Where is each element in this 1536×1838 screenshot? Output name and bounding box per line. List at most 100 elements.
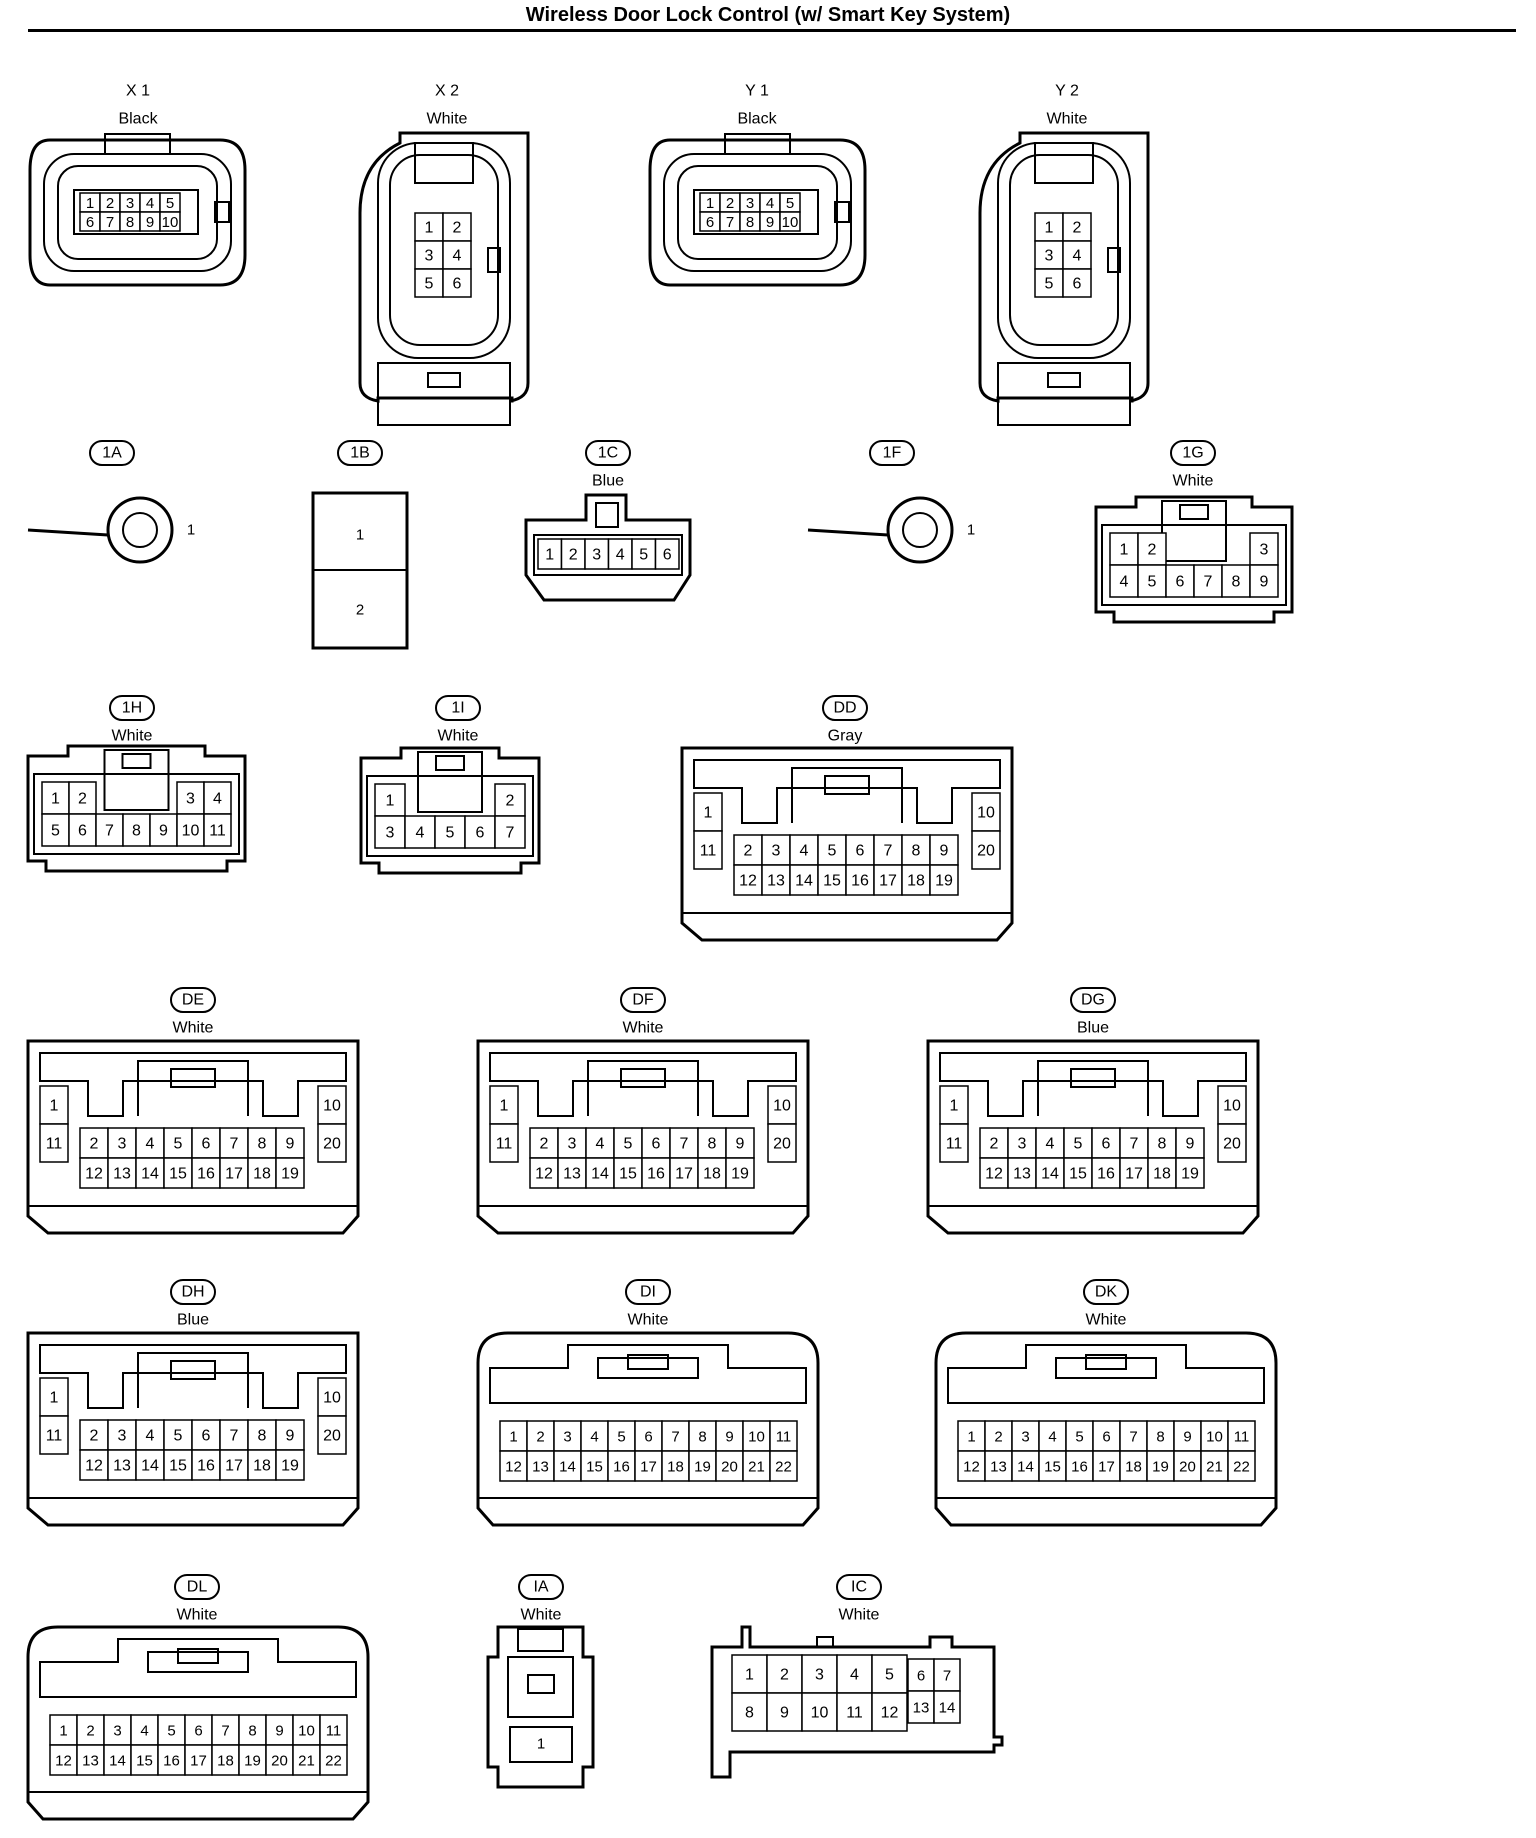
connector-code-badge: [585, 440, 631, 466]
pin-number: 19: [731, 1166, 749, 1183]
latch-lock: [1179, 504, 1209, 520]
pin-number: 19: [694, 1459, 711, 1476]
pin-number: 9: [766, 214, 774, 231]
pin-cell: [1038, 1450, 1067, 1482]
connector-color: Blue: [592, 473, 624, 490]
pin-number: 18: [703, 1166, 721, 1183]
pin-cell: [203, 813, 232, 847]
pin-cell: [693, 792, 723, 832]
pin-number: 2: [90, 1428, 99, 1445]
pin-number: 16: [1097, 1166, 1115, 1183]
pin-number: 5: [1045, 276, 1054, 293]
pin-cell: [1092, 1450, 1121, 1482]
latch-tab: [103, 749, 170, 811]
pin-number: 1: [967, 522, 975, 539]
pin-number: 6: [453, 276, 462, 293]
connector-code-badge: [620, 987, 666, 1013]
pin-cell: [494, 783, 526, 817]
pin-number: 10: [298, 1723, 315, 1740]
pin-cell: [319, 1744, 348, 1776]
pin-number: 11: [846, 1705, 863, 1722]
latch-frame: [597, 1357, 699, 1379]
pin-number: 18: [253, 1166, 271, 1183]
pin-number: 3: [113, 1723, 121, 1740]
pin-cell: [817, 864, 847, 896]
connector-rail: [39, 1344, 347, 1409]
pin-number: 3: [746, 195, 754, 212]
pin-number: 3: [1018, 1136, 1027, 1153]
key-tab: [487, 247, 501, 273]
pin-cell: [107, 1157, 137, 1189]
pin-cell: [1062, 212, 1092, 242]
pin-cell: [1146, 1450, 1175, 1482]
connector-housing: [26, 1039, 360, 1235]
pin-number: 10: [1206, 1429, 1223, 1446]
pin-cell: [275, 1419, 305, 1451]
pin-cell: [1092, 1420, 1121, 1452]
latch-frame: [507, 1656, 574, 1718]
pin-cell: [275, 1157, 305, 1189]
pin-number: 11: [326, 1723, 342, 1740]
pin-cell: [176, 813, 205, 847]
pin-cell: [184, 1744, 213, 1776]
pin-cell: [1193, 564, 1223, 598]
connector-color: White: [1173, 473, 1214, 490]
pin-cell: [907, 1658, 935, 1692]
connector-housing: [359, 746, 541, 875]
pin-number: 8: [1156, 1429, 1164, 1446]
connector-housing: [358, 131, 530, 403]
pin-number: 14: [1017, 1459, 1034, 1476]
pin-number: 4: [766, 195, 774, 212]
pin-cell: [1011, 1450, 1040, 1482]
pin-number: 11: [776, 1429, 792, 1446]
pin-number: 8: [698, 1429, 706, 1446]
pin-cell: [292, 1744, 321, 1776]
pin-number: 4: [146, 1136, 155, 1153]
pin-number: 2: [90, 1136, 99, 1153]
pin-number: 2: [453, 220, 462, 237]
connector-color: White: [427, 111, 468, 128]
connector-code-badge: [1083, 1279, 1129, 1305]
page-title: Wireless Door Lock Control (w/ Smart Key…: [525, 4, 1011, 26]
connector-inner-shell: [57, 165, 218, 260]
pin-number: 14: [559, 1459, 576, 1476]
pin-cell: [499, 1450, 528, 1482]
pin-number: 22: [325, 1753, 342, 1770]
latch-lock: [121, 753, 152, 769]
pin-cell: [1062, 240, 1092, 270]
pin-cell: [49, 1714, 78, 1746]
connector-code: DE: [182, 992, 204, 1009]
pin-number: 18: [1153, 1166, 1171, 1183]
pin-cell: [1175, 1127, 1205, 1159]
pin-number: 10: [773, 1098, 791, 1115]
pin-number: 10: [162, 214, 179, 231]
pin-number: 1: [1120, 542, 1129, 559]
connector-code: 1A: [102, 445, 122, 462]
connector-code-badge: [869, 440, 915, 466]
pin-cell: [1137, 532, 1167, 566]
pin-number: 5: [51, 823, 60, 840]
pin-number: 8: [1232, 574, 1241, 591]
pin-frame: [533, 534, 683, 576]
key-tab: [1107, 247, 1121, 273]
pin-number: 18: [217, 1753, 234, 1770]
pin-number: 7: [105, 823, 114, 840]
pin-number: 1: [706, 195, 714, 212]
pin-cell: [149, 813, 178, 847]
pin-number: 20: [773, 1136, 791, 1153]
connector-code-badge: [1170, 440, 1216, 466]
pin-cell: [557, 1127, 587, 1159]
connector-rail: [39, 1638, 357, 1698]
pin-cell: [766, 1654, 803, 1694]
pin-number: 1: [509, 1429, 517, 1446]
pin-cell: [191, 1449, 221, 1481]
pin-number: 20: [721, 1459, 738, 1476]
pin-number: 9: [725, 1429, 733, 1446]
pin-cell: [725, 1127, 755, 1159]
connector-color: White: [1047, 111, 1088, 128]
pin-number: 19: [281, 1458, 299, 1475]
